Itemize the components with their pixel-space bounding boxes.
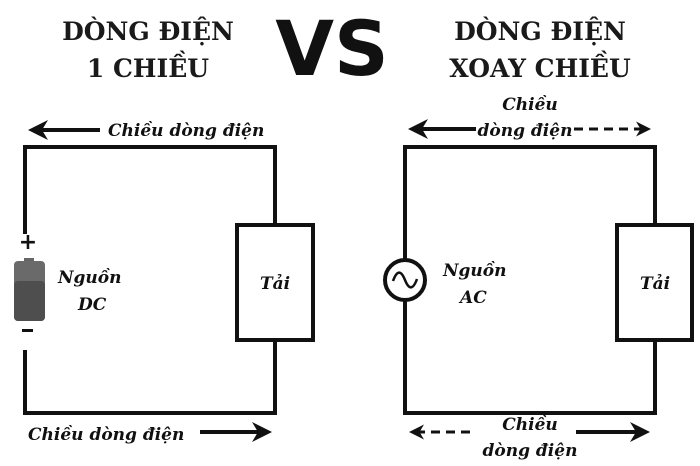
ac-load-box	[615, 223, 694, 342]
ac-wire-top	[403, 145, 657, 262]
left-title-line2: 1 CHIỀU	[87, 51, 209, 83]
ac-circuit: Tải Nguồn AC Chiều dòng điện Chiều dòng …	[383, 95, 694, 461]
dc-wire-top	[23, 145, 277, 234]
ac-bottom-direction-line1: Chiều	[502, 415, 558, 435]
dc-load-box	[235, 223, 315, 342]
dc-load-label: Tải	[260, 274, 290, 294]
dc-top-direction: Chiều dòng điện	[108, 121, 264, 141]
dc-source-label-line1: Nguồn	[57, 268, 121, 288]
ac-top-direction-line1: Chiều	[502, 95, 558, 115]
dc-bottom-direction: Chiều dòng điện	[28, 425, 184, 445]
left-title-line1: DÒNG ĐIỆN	[62, 17, 234, 46]
battery-icon	[14, 258, 45, 321]
ac-top-direction-line2: dòng điện	[478, 121, 573, 141]
dc-source-label-line2: DC	[77, 295, 107, 315]
vs-label: VS	[275, 4, 389, 93]
ac-wire-bottom	[403, 298, 657, 415]
dc-circuit: Tải + Nguồn DC Chiều dòng điện Chiều dòn…	[14, 120, 315, 445]
ac-source-label-line2: AC	[458, 288, 487, 308]
dc-wire-bottom	[23, 338, 277, 415]
ac-source-icon	[383, 258, 427, 302]
ac-bottom-direction-line2: dòng điện	[483, 441, 578, 461]
right-title-line1: DÒNG ĐIỆN	[454, 17, 626, 46]
minus-sign	[22, 329, 33, 332]
right-title-line2: XOAY CHIỀU	[449, 51, 631, 83]
ac-source-label-line1: Nguồn	[442, 261, 506, 281]
plus-sign: +	[19, 230, 37, 255]
ac-load-label: Tải	[640, 274, 670, 294]
